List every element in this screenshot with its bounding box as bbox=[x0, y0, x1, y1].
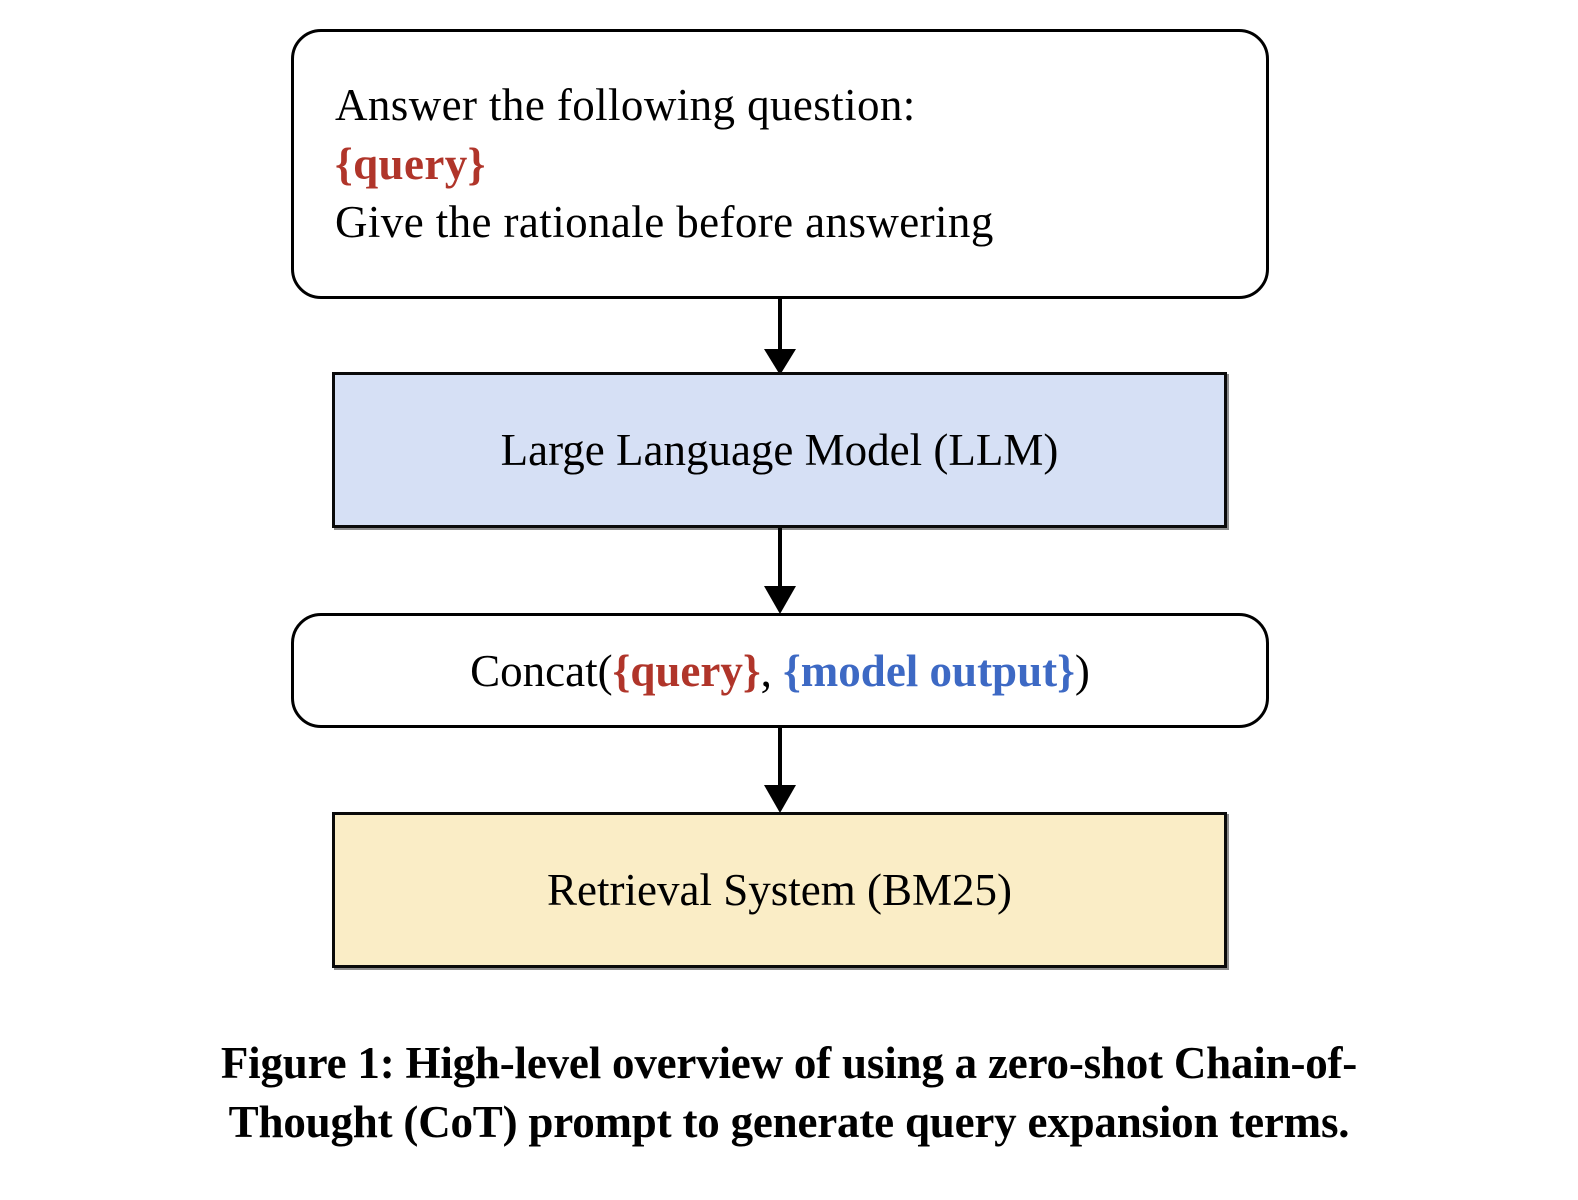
prompt-box: Answer the following question: {query} G… bbox=[291, 29, 1269, 299]
concat-separator: , bbox=[760, 645, 784, 696]
concat-box-label: Concat({query}, {model output}) bbox=[470, 645, 1090, 697]
prompt-line-rationale: Give the rationale before answering bbox=[335, 197, 994, 248]
concat-query-token: {query} bbox=[612, 645, 761, 696]
llm-box: Large Language Model (LLM) bbox=[332, 372, 1227, 528]
concat-prefix: Concat( bbox=[470, 645, 613, 696]
arrow-prompt-to-llm bbox=[764, 297, 796, 375]
prompt-text-block: Answer the following question: {query} G… bbox=[294, 76, 994, 252]
concat-box: Concat({query}, {model output}) bbox=[291, 613, 1269, 728]
concat-model-output-token: {model output} bbox=[783, 645, 1075, 696]
retrieval-box: Retrieval System (BM25) bbox=[332, 812, 1227, 968]
caption-line-1: Figure 1: High-level overview of using a… bbox=[220, 1038, 1358, 1088]
retrieval-box-label: Retrieval System (BM25) bbox=[547, 865, 1012, 915]
prompt-line-query-placeholder: {query} bbox=[335, 135, 994, 194]
arrow-concat-to-retrieval bbox=[764, 727, 796, 813]
caption-line-2: Thought (CoT) prompt to generate query e… bbox=[228, 1096, 1350, 1147]
prompt-line-instruction: Answer the following question: bbox=[335, 80, 916, 131]
query-placeholder-token: {query} bbox=[335, 138, 486, 189]
llm-box-label: Large Language Model (LLM) bbox=[500, 425, 1059, 475]
arrow-llm-to-concat bbox=[764, 528, 796, 614]
figure-caption: Figure 1: High-level overview of using a… bbox=[24, 1034, 1554, 1151]
concat-suffix: ) bbox=[1074, 645, 1090, 696]
